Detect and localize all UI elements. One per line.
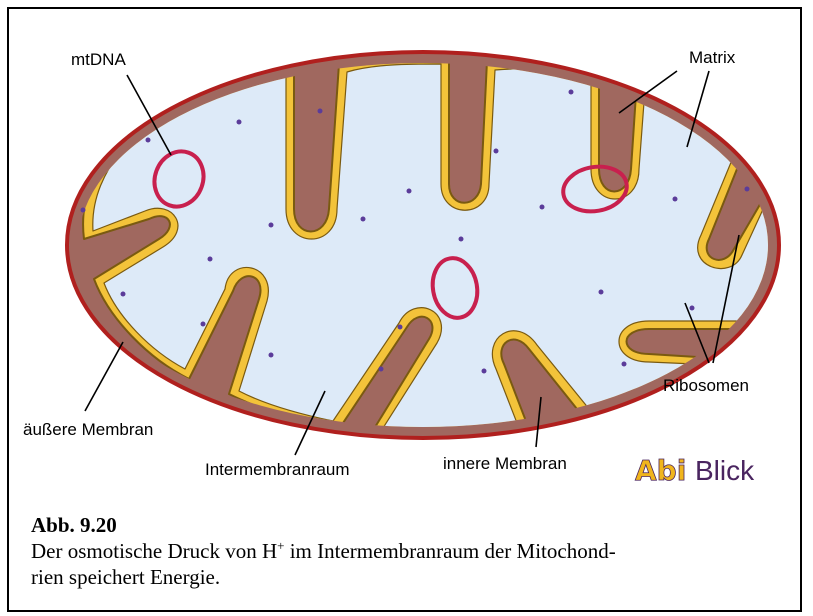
caption-line-2: rien speichert Energie. — [31, 564, 791, 590]
label-matrix: Matrix — [689, 48, 736, 67]
figure-number: Abb. 9.20 — [31, 512, 791, 538]
ribosome-dot — [599, 290, 604, 295]
caption-text-b: im Intermembranraum der Mitochond- — [284, 539, 615, 563]
ribosome-dot — [745, 187, 750, 192]
ribosome-dot — [318, 109, 323, 114]
label-outer-membrane: äußere Membran — [23, 420, 153, 439]
ribosome-dot — [237, 120, 242, 125]
outer-membrane-leader — [85, 342, 123, 411]
caption-line-1: Der osmotische Druck von H+ im Intermemb… — [31, 538, 791, 564]
ribosome-dot — [81, 208, 86, 213]
ribosome-dot — [407, 189, 412, 194]
ribosome-dot — [146, 138, 151, 143]
ribosome-dot — [269, 353, 274, 358]
figure-frame: mtDNA Matrix Ribosomen äußere Membran In… — [7, 7, 802, 612]
caption-text-a: Der osmotische Druck von H — [31, 539, 277, 563]
ribosome-dot — [622, 362, 627, 367]
label-intermembrane-space: Intermembranraum — [205, 460, 350, 479]
ribosome-dot — [459, 237, 464, 242]
ribosome-dot — [540, 205, 545, 210]
ribosome-dot — [494, 149, 499, 154]
mitochondrion-diagram: mtDNA Matrix Ribosomen äußere Membran In… — [9, 9, 802, 499]
ribosome-dot — [379, 367, 384, 372]
ribosome-dot — [201, 322, 206, 327]
label-inner-membrane: innere Membran — [443, 454, 567, 473]
ribosome-dot — [673, 197, 678, 202]
ribosome-dot — [361, 217, 366, 222]
ribosome-dot — [569, 90, 574, 95]
logo-abi: Abi — [635, 454, 686, 487]
ribosome-dot — [208, 257, 213, 262]
label-ribosomes: Ribosomen — [663, 376, 749, 395]
ribosome-dot — [121, 292, 126, 297]
abiblick-logo: Abi Blick — [635, 454, 755, 487]
ribosome-dot — [398, 325, 403, 330]
ribosome-dot — [690, 306, 695, 311]
ribosome-dot — [482, 369, 487, 374]
logo-blick: Blick — [695, 455, 755, 486]
label-mtdna: mtDNA — [71, 50, 126, 69]
ribosome-dot — [269, 223, 274, 228]
figure-caption: Abb. 9.20 Der osmotische Druck von H+ im… — [31, 512, 791, 590]
